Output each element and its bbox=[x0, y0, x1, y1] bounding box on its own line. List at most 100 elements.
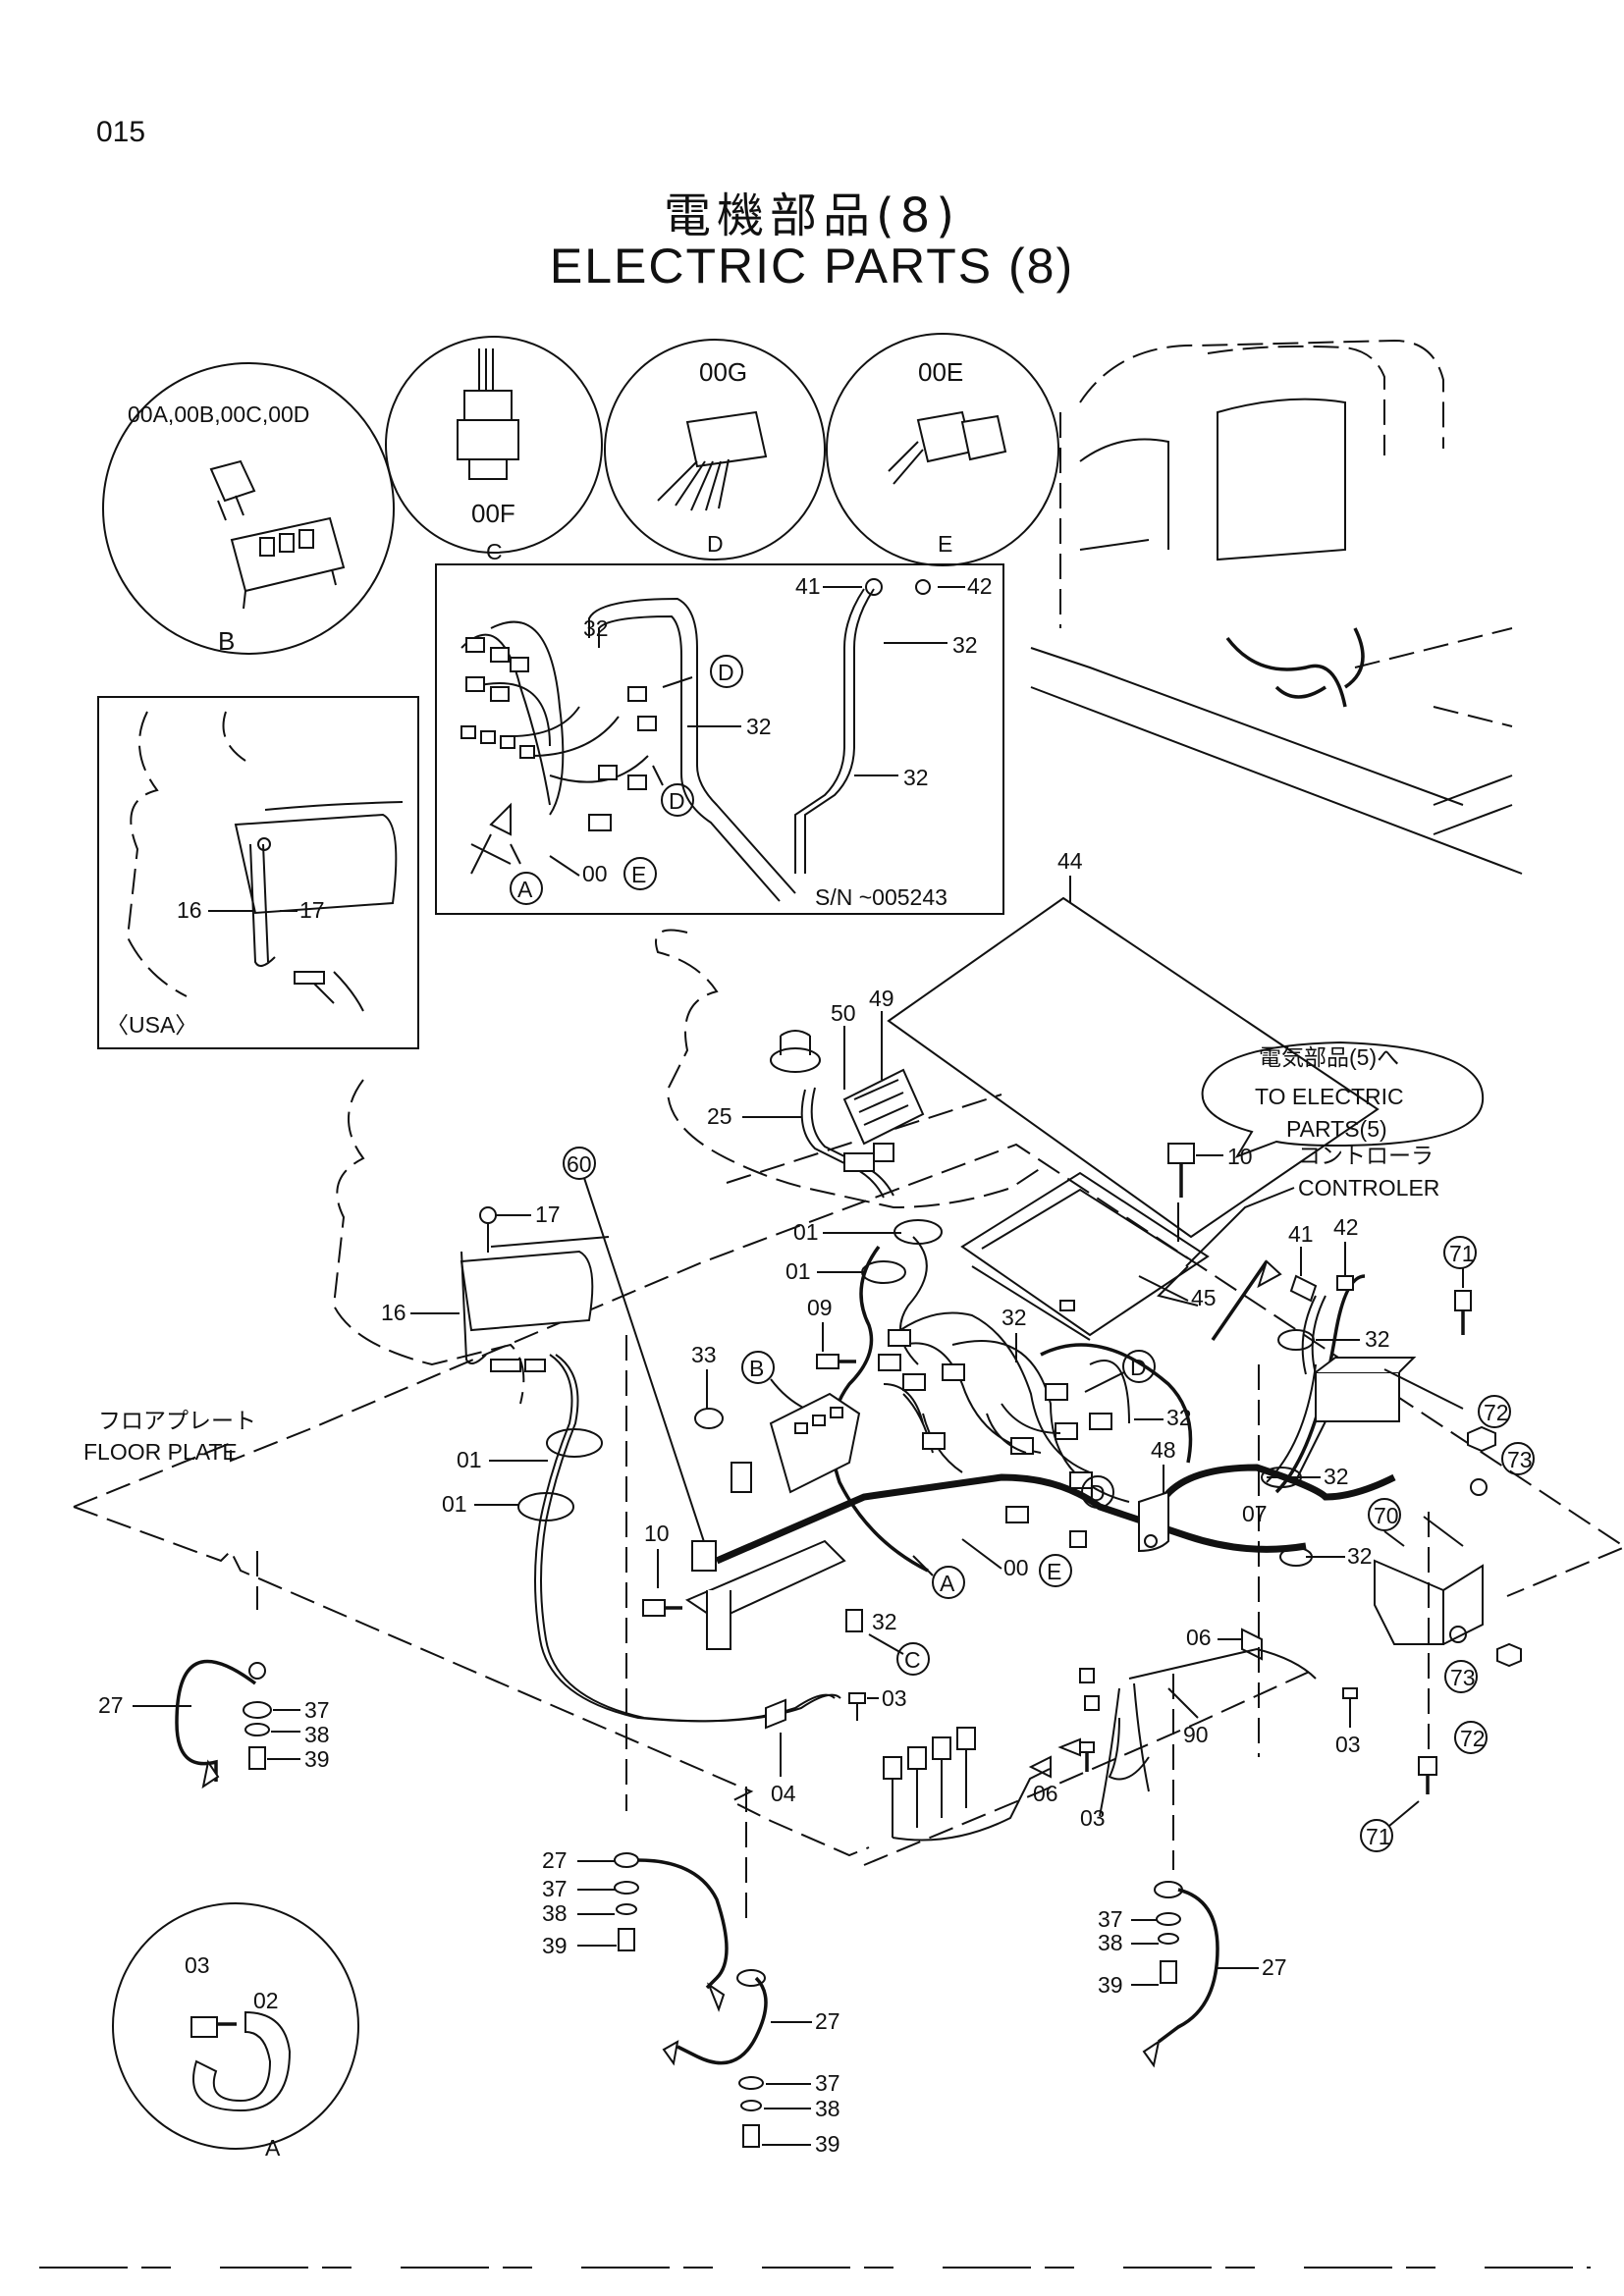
controller-label-en: CONTROLER bbox=[1298, 1175, 1439, 1201]
part-03-right: 03 bbox=[1335, 1732, 1361, 1757]
part-27-b: 27 bbox=[542, 1847, 568, 1873]
page-number: 015 bbox=[96, 116, 146, 148]
part-45: 45 bbox=[1191, 1285, 1217, 1310]
part-73-top: 73 bbox=[1507, 1447, 1533, 1472]
part-38-a: 38 bbox=[304, 1722, 330, 1747]
ground-cable-4: 27 37 38 39 bbox=[1098, 1881, 1287, 2068]
detail-a: 03 02 A bbox=[112, 1902, 359, 2161]
bolt-10-top: 10 bbox=[1167, 1143, 1253, 1242]
part-44: 44 bbox=[1057, 848, 1083, 874]
part-90: 90 bbox=[1183, 1722, 1209, 1747]
callout-to-electric: 電気部品(5)へ TO ELECTRIC PARTS(5) コントローラ CON… bbox=[1185, 1041, 1485, 1267]
circle-d-main-2: D bbox=[1089, 1480, 1106, 1506]
part-27-d: 27 bbox=[1262, 1954, 1287, 1980]
controller-label-jp: コントローラ bbox=[1298, 1143, 1434, 1168]
sn-part-32a: 32 bbox=[583, 615, 609, 641]
floor-plate-jp: フロアプレート bbox=[98, 1408, 256, 1433]
part-09: 09 bbox=[807, 1295, 833, 1320]
part-37-a: 37 bbox=[304, 1697, 330, 1723]
part-10-top: 10 bbox=[1227, 1144, 1253, 1169]
detail-b: 00A,00B,00C,00D B bbox=[102, 362, 395, 656]
part-01d: 01 bbox=[442, 1491, 467, 1517]
detail-e: 00E E bbox=[826, 333, 1059, 566]
sn-part-32d: 32 bbox=[903, 765, 929, 790]
detail-e-label: 00E bbox=[918, 357, 963, 387]
part-71-top: 71 bbox=[1449, 1241, 1475, 1266]
detail-b-label: 00A,00B,00C,00D bbox=[128, 401, 309, 427]
part-25: 25 bbox=[707, 1103, 732, 1129]
detail-a-part-02: 02 bbox=[253, 1988, 279, 2013]
part-37-d: 37 bbox=[1098, 1906, 1123, 1932]
part-42-main: 42 bbox=[1333, 1214, 1359, 1240]
sn-circle-a: A bbox=[517, 877, 533, 902]
relay-group bbox=[883, 1727, 1052, 1842]
detail-d-label: 00G bbox=[699, 357, 747, 387]
detail-a-letter: A bbox=[265, 2135, 281, 2161]
circle-e-main: E bbox=[1047, 1559, 1061, 1584]
page-title-en: ELECTRIC PARTS (8) bbox=[549, 239, 1075, 294]
sn-part-41: 41 bbox=[795, 573, 821, 599]
part-38-b: 38 bbox=[542, 1900, 568, 1926]
part-00-main: 00 bbox=[1003, 1555, 1029, 1580]
part-71-bottom: 71 bbox=[1366, 1824, 1391, 1849]
part-37-c: 37 bbox=[815, 2070, 840, 2096]
detail-d-letter: D bbox=[707, 531, 724, 557]
circle-a-main: A bbox=[940, 1571, 955, 1596]
detail-c-label: 00F bbox=[471, 499, 515, 528]
sn-circle-e: E bbox=[631, 862, 646, 887]
sn-part-32c: 32 bbox=[952, 632, 978, 658]
part-01b: 01 bbox=[785, 1258, 811, 1284]
part-27-c: 27 bbox=[815, 2008, 840, 2034]
page-title-jp: 電機部品(8) bbox=[664, 188, 960, 243]
part-50: 50 bbox=[831, 1000, 856, 1026]
usa-tag: 〈USA〉 bbox=[106, 1012, 197, 1038]
part-38-c: 38 bbox=[815, 2096, 840, 2121]
part-39-c: 39 bbox=[815, 2131, 840, 2157]
detail-a-part-03: 03 bbox=[185, 1952, 210, 1978]
part-32-lower: 32 bbox=[872, 1609, 897, 1634]
callout-to-electric-en-1: TO ELECTRIC bbox=[1255, 1084, 1404, 1109]
part-39-d: 39 bbox=[1098, 1972, 1123, 1998]
part-32-main-d: 32 bbox=[1324, 1464, 1349, 1489]
detail-b-letter: B bbox=[218, 626, 235, 656]
part-33: 33 bbox=[691, 1342, 717, 1367]
part-32-main-e: 32 bbox=[1347, 1543, 1373, 1569]
part-72-bottom: 72 bbox=[1460, 1726, 1486, 1751]
floor-plate-en: FLOOR PLATE bbox=[83, 1439, 238, 1465]
sn-part-42: 42 bbox=[967, 573, 993, 599]
detail-c: 00F C bbox=[385, 336, 603, 564]
part-38-d: 38 bbox=[1098, 1930, 1123, 1955]
part-32-main-a: 32 bbox=[1001, 1305, 1027, 1330]
part-17: 17 bbox=[535, 1201, 561, 1227]
sn-inset: 32 32 32 32 41 42 D D A 00 E S/N ~005243 bbox=[435, 563, 1004, 915]
circle-d-main-1: D bbox=[1130, 1355, 1147, 1380]
part-39-b: 39 bbox=[542, 1933, 568, 1958]
part-32-main-c: 32 bbox=[1365, 1326, 1390, 1352]
part-07: 07 bbox=[1242, 1501, 1268, 1526]
part-03-a: 03 bbox=[882, 1685, 907, 1711]
part-06-a: 06 bbox=[1186, 1625, 1212, 1650]
usa-part-17: 17 bbox=[299, 897, 325, 923]
usa-inset: 16 17 〈USA〉 bbox=[97, 696, 419, 1049]
circle-b: B bbox=[749, 1356, 764, 1381]
ground-cable-3: 27 37 38 39 bbox=[662, 1969, 840, 2157]
part-41-main: 41 bbox=[1288, 1221, 1314, 1247]
part-72-top: 72 bbox=[1484, 1400, 1509, 1425]
part-70: 70 bbox=[1374, 1503, 1399, 1528]
cab-outline bbox=[1030, 339, 1523, 875]
circle-c-main: C bbox=[904, 1647, 921, 1673]
floor-mat-44: 44 bbox=[887, 848, 1380, 1239]
part-06-b: 06 bbox=[1033, 1781, 1058, 1806]
console-area: 50 49 25 bbox=[655, 929, 1042, 1209]
usa-part-16: 16 bbox=[177, 897, 202, 923]
part-37-b: 37 bbox=[542, 1876, 568, 1901]
part-01a: 01 bbox=[793, 1219, 819, 1245]
sn-serial: S/N ~005243 bbox=[815, 884, 947, 910]
part-48: 48 bbox=[1151, 1437, 1176, 1463]
part-49: 49 bbox=[869, 986, 894, 1011]
part-73-bottom: 73 bbox=[1450, 1665, 1476, 1690]
detail-e-letter: E bbox=[938, 531, 952, 557]
detail-c-letter: C bbox=[486, 539, 503, 564]
part-39-a: 39 bbox=[304, 1746, 330, 1772]
